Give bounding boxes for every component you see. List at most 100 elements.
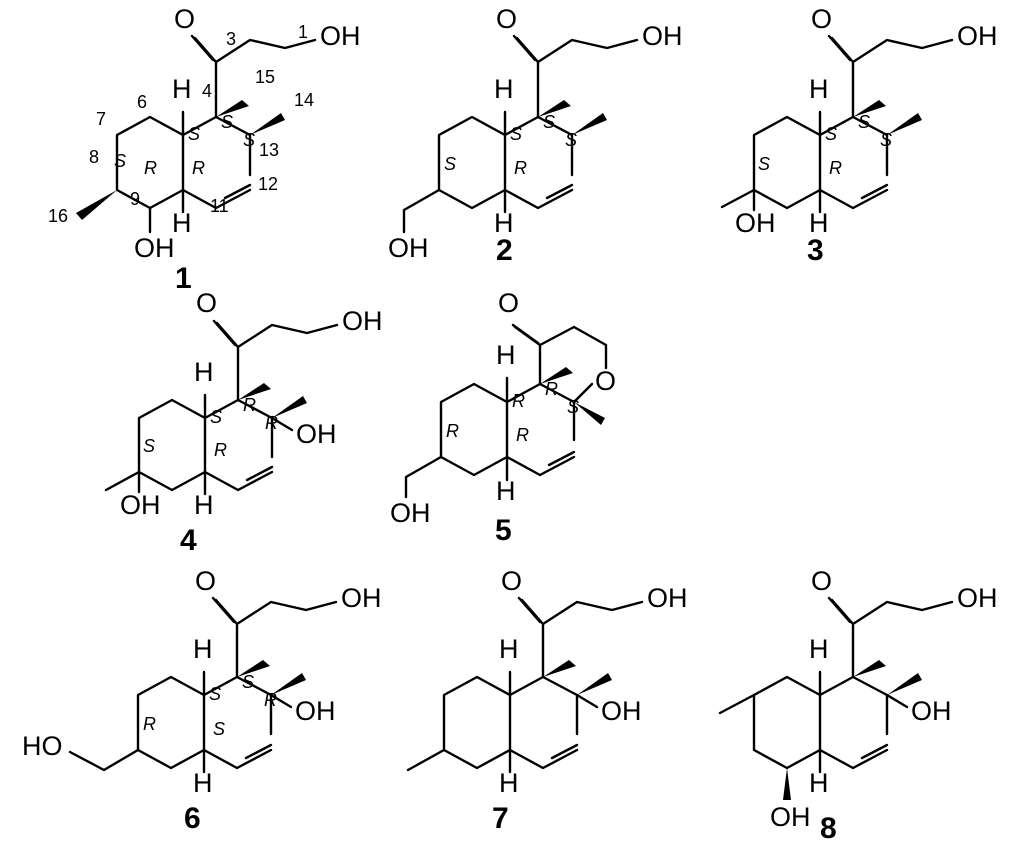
atom-oxygen: O [595, 366, 616, 396]
compound-3: O OH H H OH S S S S R 3 [720, 4, 998, 267]
stereo-descriptor: S [242, 672, 254, 692]
stereo-descriptor: R [143, 714, 156, 734]
stereo-descriptor: S [825, 124, 837, 144]
compound-label: 3 [807, 234, 824, 267]
locant: 6 [137, 92, 147, 112]
atom-oxygen: O [496, 4, 517, 34]
locant: 16 [48, 206, 68, 226]
compound-label: 1 [175, 262, 192, 295]
atom-hydrogen: H [194, 490, 214, 520]
atom-hydroxyl: OH [296, 419, 337, 449]
compound-label: 4 [180, 524, 197, 557]
atom-hydroxyl: OH [342, 306, 383, 336]
locant: 3 [226, 29, 236, 49]
atom-hydroxyl: OH [957, 583, 998, 613]
stereo-descriptor: S [444, 154, 456, 174]
locant: 4 [202, 81, 212, 101]
atom-hydroxyl: OH [320, 21, 361, 51]
atom-hydrogen: H [499, 768, 519, 798]
atom-oxygen: O [811, 566, 832, 596]
locant: 12 [258, 174, 278, 194]
stereo-descriptor: S [567, 397, 579, 417]
atom-hydrogen: H [809, 768, 829, 798]
atom-hydrogen: H [172, 74, 192, 104]
compound-7: O OH OH H H 7 [406, 566, 688, 835]
stereo-descriptor: R [516, 425, 529, 445]
atom-oxygen: O [195, 566, 216, 596]
compound-label: 5 [495, 514, 512, 547]
atom-hydrogen: H [809, 634, 829, 664]
atom-hydrogen: H [809, 74, 829, 104]
atom-hydroxyl: OH [341, 583, 382, 613]
compound-4: O OH OH H H OH S R R S R 4 [104, 288, 383, 557]
stereo-descriptor: R [264, 690, 277, 710]
atom-hydrogen: H [809, 208, 829, 238]
stereo-descriptor: R [214, 440, 227, 460]
locant: 1 [298, 22, 308, 42]
stereo-descriptor: R [144, 158, 157, 178]
atom-oxygen: O [811, 4, 832, 34]
stereo-descriptor: R [243, 395, 256, 415]
atom-hydroxyl: OH [911, 696, 952, 726]
atom-hydrogen: H [496, 340, 516, 370]
stereo-descriptor: R [514, 158, 527, 178]
locant: 7 [96, 109, 106, 129]
atom-hydroxyl: OH [735, 208, 776, 238]
stereo-descriptor: S [543, 112, 555, 132]
locant: 13 [259, 140, 279, 160]
compound-label: 7 [492, 802, 509, 835]
stereo-descriptor: R [446, 421, 459, 441]
stereo-descriptor: S [565, 130, 577, 150]
compound-label: 6 [184, 802, 201, 835]
stereo-descriptor: S [188, 124, 200, 144]
stereo-descriptor: S [114, 151, 126, 171]
atom-hydrogen: H [193, 634, 213, 664]
atom-hydrogen: H [499, 634, 519, 664]
atom-hydrogen: H [172, 208, 192, 238]
stereo-descriptor: S [209, 684, 221, 704]
atom-hydroxyl: OH [957, 21, 998, 51]
atom-hydrogen: H [193, 768, 213, 798]
stereo-descriptor: S [510, 124, 522, 144]
compound-6: O OH OH HO H H S S R R S 6 [22, 566, 382, 835]
locant: 9 [130, 189, 140, 209]
atom-hydroxyl: OH [295, 696, 336, 726]
atom-hydroxyl: OH [388, 233, 429, 263]
locant: 8 [89, 147, 99, 167]
stereo-descriptor: S [880, 130, 892, 150]
atom-hydroxyl: HO [22, 731, 63, 761]
atom-oxygen: O [174, 4, 195, 34]
atom-oxygen: O [501, 566, 522, 596]
stereo-descriptor: R [545, 379, 558, 399]
stereo-descriptor: S [221, 112, 233, 132]
compound-2: O OH H H OH S S S S R 2 [388, 4, 683, 267]
stereo-descriptor: R [512, 391, 525, 411]
atom-hydroxyl: OH [390, 498, 431, 528]
atom-hydrogen: H [494, 208, 514, 238]
locant: 14 [294, 90, 314, 110]
stereo-descriptor: R [265, 413, 278, 433]
compound-1: O OH H H OH 1 3 4 6 7 8 9 11 12 13 14 15… [48, 4, 361, 295]
atom-hydroxyl: OH [601, 696, 642, 726]
compound-8: O OH OH H H OH 8 [718, 566, 998, 845]
locant: 15 [255, 67, 275, 87]
locant: 11 [210, 196, 229, 216]
atom-hydrogen: H [494, 74, 514, 104]
compound-5: O O H H OH R R S R R 5 [390, 288, 616, 547]
compound-label: 2 [496, 234, 513, 267]
stereo-descriptor: S [243, 130, 255, 150]
stereo-descriptor: S [143, 436, 155, 456]
atom-hydrogen: H [496, 476, 516, 506]
atom-hydroxyl: OH [770, 802, 811, 832]
stereo-descriptor: S [213, 719, 225, 739]
atom-hydroxyl: OH [647, 583, 688, 613]
stereo-descriptor: S [758, 154, 770, 174]
atom-hydroxyl: OH [134, 233, 175, 263]
atom-hydroxyl: OH [642, 21, 683, 51]
stereo-descriptor: S [858, 112, 870, 132]
atom-oxygen: O [498, 288, 519, 318]
atom-hydroxyl: OH [120, 490, 161, 520]
stereo-descriptor: S [210, 407, 222, 427]
